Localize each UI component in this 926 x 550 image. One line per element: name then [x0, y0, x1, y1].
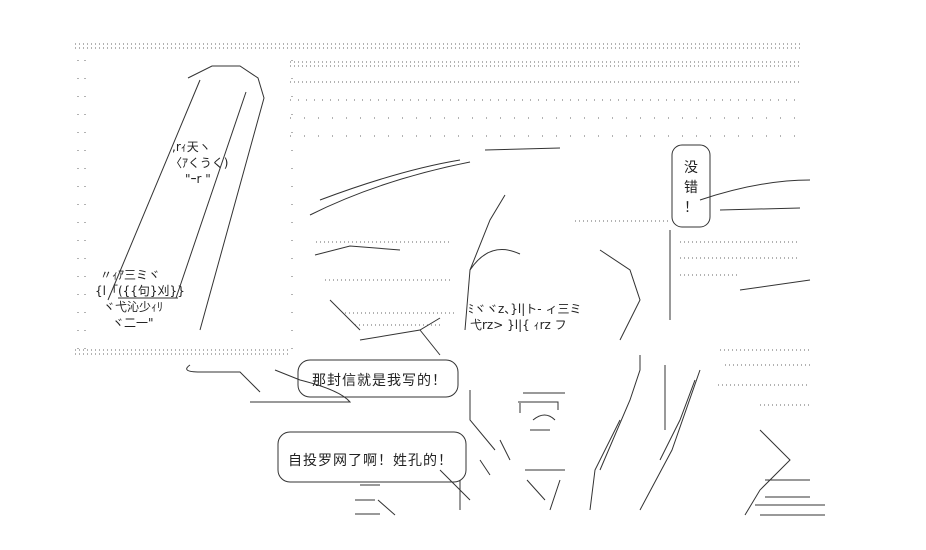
fist-art-line-2: {l「({{句}刈}}	[95, 284, 185, 298]
capsule-outline	[107, 65, 265, 331]
bubble-outlines	[277, 144, 711, 483]
dotted-fill	[75, 43, 810, 406]
character-outline	[186, 147, 825, 516]
face-art-eyes: 弋rz> }l|{ ｨrz フ	[470, 318, 567, 332]
speech-bubble-upper-text: 那封信就是我写的！	[312, 373, 447, 389]
vertical-bubble-char-1: 没	[684, 160, 698, 176]
fist-art-line-1: 〃ｨｱ三ミヾ	[100, 268, 161, 282]
fist-art-line-3: ヾ弋沁少ｨﾘ	[103, 300, 164, 314]
capsule-art-line-2: 〈ｱくうく)	[170, 156, 229, 170]
capsule-art-line-3: "ｰr "	[185, 172, 211, 186]
vertical-bubble-char-2: 错	[684, 180, 698, 196]
fist-art-line-4: ヾ二一"	[112, 316, 154, 330]
vertical-bubble-char-3: ！	[684, 200, 698, 216]
capsule-art-line-1: ,rｨ天ヽ	[172, 140, 211, 154]
face-art-brows: ﾐヾヾz、}l|ト- ィ三ミ	[468, 302, 582, 316]
speech-bubble-lower-text: 自投罗网了啊！姓孔的！	[288, 453, 453, 469]
